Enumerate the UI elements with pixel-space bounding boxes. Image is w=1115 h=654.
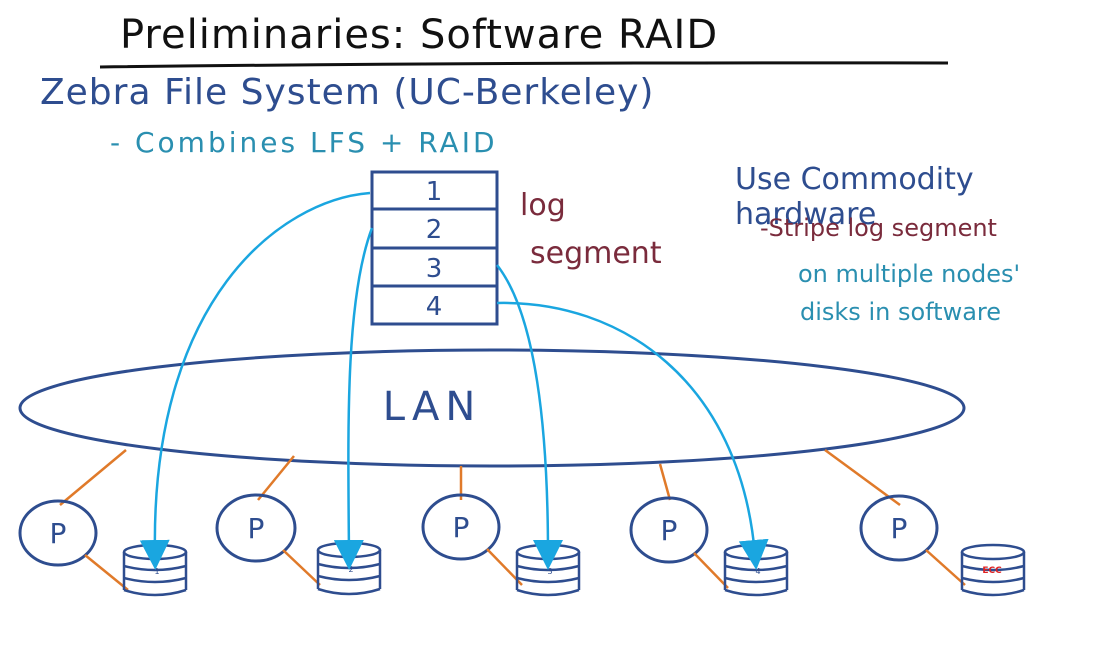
processor-label: P xyxy=(891,512,908,545)
lan-ellipse xyxy=(18,348,966,468)
arrow-block-2 xyxy=(333,227,374,570)
commodity-line-1: -Stripe log segment xyxy=(760,214,997,242)
commodity-heading: Use Commodity hardware xyxy=(735,162,974,232)
disk-icon xyxy=(960,543,1026,597)
processor-circle xyxy=(859,494,939,562)
processor-label: P xyxy=(248,512,265,545)
processor-circle xyxy=(421,493,501,561)
disk-label: 2 xyxy=(348,565,353,574)
segment-label: segment xyxy=(530,236,662,271)
node-4: P 4 xyxy=(629,496,789,597)
stripe-arrows xyxy=(139,191,769,570)
log-block-4 xyxy=(370,284,499,326)
commodity-line-3: disks in software xyxy=(800,298,1002,326)
processor-label: P xyxy=(453,511,470,544)
combines-line: - Combines LFS + RAID xyxy=(110,126,498,159)
processor-circle xyxy=(18,499,98,567)
processor-circle xyxy=(629,496,709,564)
log-block-1-label: 1 xyxy=(426,177,443,207)
log-label: log xyxy=(520,188,566,223)
processor-circle xyxy=(215,493,297,563)
log-block-3-label: 3 xyxy=(426,254,443,284)
commodity-line-2: on multiple nodes' xyxy=(798,260,1021,288)
processor-label: P xyxy=(661,514,678,547)
processor-disk-link xyxy=(693,552,729,589)
lan-label: LAN xyxy=(383,384,482,430)
disk-label: 3 xyxy=(547,567,552,576)
disk-icon xyxy=(515,543,581,597)
arrow-block-1 xyxy=(139,191,371,570)
lan-connections xyxy=(59,448,901,507)
log-block-2-label: 2 xyxy=(426,215,443,245)
ecc-disk-label: ECC xyxy=(982,566,1002,576)
disk-label: 1 xyxy=(154,567,159,576)
title-underline xyxy=(99,61,949,69)
arrow-block-4 xyxy=(496,301,769,570)
processor-label: P xyxy=(50,517,67,550)
node-3: P 3 xyxy=(421,493,581,597)
zebra-heading: Zebra File System (UC-Berkeley) xyxy=(40,72,655,113)
disk-label: 4 xyxy=(755,567,760,576)
processor-disk-link xyxy=(84,554,129,591)
slide-title: Preliminaries: Software RAID xyxy=(120,12,719,58)
node-1: P 1 xyxy=(18,499,188,597)
log-block-4-label: 4 xyxy=(426,292,443,322)
node-2: P 2 xyxy=(215,493,382,596)
node-5: P ECC xyxy=(859,494,1026,597)
processor-disk-link xyxy=(925,549,966,586)
log-segment-stack: 1 2 3 4 xyxy=(370,170,499,326)
arrow-block-3 xyxy=(496,264,563,570)
processor-disk-link xyxy=(282,549,321,586)
